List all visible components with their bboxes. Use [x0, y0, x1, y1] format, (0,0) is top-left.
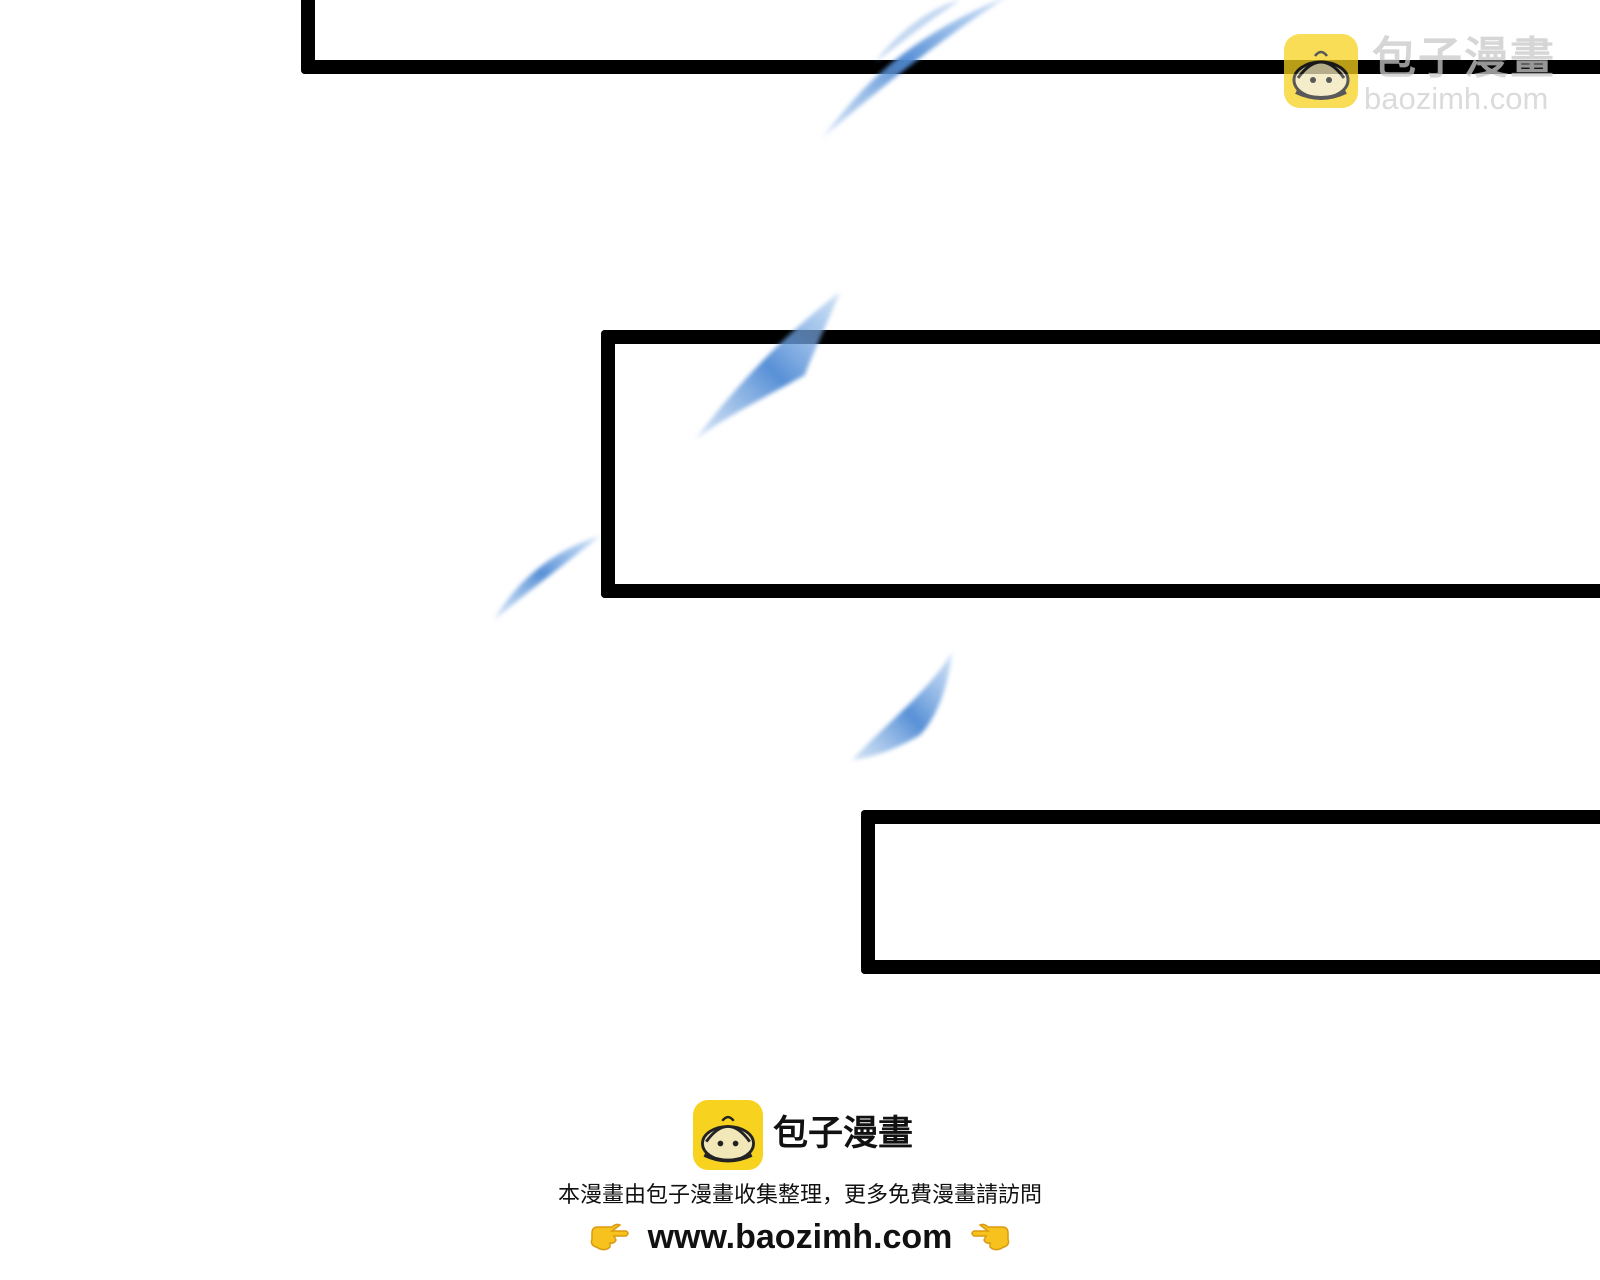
bun-mascot-icon [1284, 34, 1358, 108]
footer-url-row: www.baozimh.com [0, 1214, 1600, 1260]
watermark-domain: baozimh.com [1364, 81, 1549, 116]
comic-panel-middle [601, 330, 1600, 598]
streak-4 [494, 536, 600, 620]
watermark-brand-name: 包子漫畫 [1372, 33, 1556, 84]
footer-url-link[interactable]: www.baozimh.com [647, 1218, 953, 1256]
footer-brand: 包子漫畫 [693, 1100, 933, 1172]
bun-mascot-icon [693, 1100, 763, 1170]
footer-credit: 包子漫畫 本漫畫由包子漫畫收集整理，更多免費漫畫請訪問 www.baozimh.… [0, 1100, 1600, 1270]
watermark: 包子漫畫 baozimh.com [1284, 34, 1584, 116]
footer-brand-name: 包子漫畫 [773, 1114, 914, 1154]
footer-note: 本漫畫由包子漫畫收集整理，更多免費漫畫請訪問 [557, 1183, 1042, 1208]
streak-5 [852, 652, 952, 760]
comic-panel-bottom [861, 810, 1600, 974]
pointing-right-hand-icon [590, 1223, 629, 1251]
pointing-left-hand-icon [971, 1223, 1010, 1251]
